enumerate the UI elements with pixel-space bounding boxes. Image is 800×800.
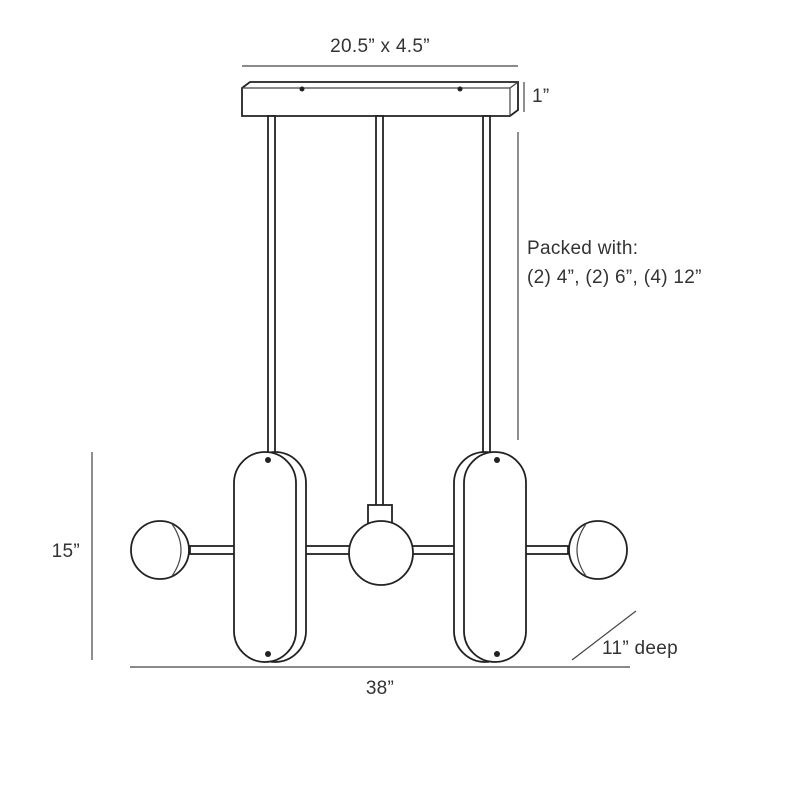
height-label: 15” xyxy=(52,541,80,562)
canopy-size-label: 20.5” x 4.5” xyxy=(330,36,430,57)
canopy-height-label: 1” xyxy=(532,86,550,107)
rods-packed-label-line1: Packed with: xyxy=(527,238,638,259)
rod-right xyxy=(482,115,491,457)
canopy-screw-left xyxy=(299,86,305,92)
rod-left xyxy=(267,115,276,457)
globe-left xyxy=(130,520,190,580)
shade-right xyxy=(453,451,527,663)
rods-packed-label-line2: (2) 4”, (2) 6”, (4) 12” xyxy=(527,267,702,288)
shade-left-bottom-screw xyxy=(265,651,271,657)
canopy xyxy=(241,81,519,117)
width-label: 38” xyxy=(366,678,394,699)
shade-right-bottom-screw xyxy=(494,651,500,657)
depth-dimension-line xyxy=(571,610,637,661)
stem-rods xyxy=(267,115,491,507)
canopy-screw-right xyxy=(457,86,463,92)
rod-center xyxy=(375,115,384,507)
depth-label: 11” deep xyxy=(602,638,678,659)
shade-right-top-screw xyxy=(494,457,500,463)
globe-right xyxy=(568,520,628,580)
shade-left-top-screw xyxy=(265,457,271,463)
center-globe xyxy=(348,504,414,586)
shade-left xyxy=(233,451,307,663)
